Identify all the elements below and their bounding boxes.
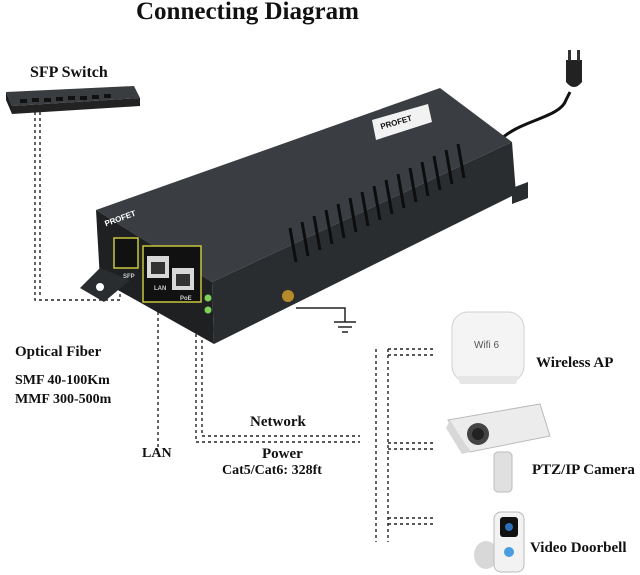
- ground-icon: [296, 307, 356, 333]
- access-point-icon: [451, 311, 525, 384]
- wifi-badge: Wifi 6: [474, 340, 499, 351]
- cable-label: Cat5/Cat6: 328ft: [222, 463, 322, 478]
- poe-injector-icon: [80, 88, 528, 344]
- lan-port-label: LAN: [154, 286, 167, 292]
- camera-icon: [446, 403, 551, 493]
- network-label: Network: [250, 414, 306, 430]
- video-doorbell-label: Video Doorbell: [530, 540, 627, 556]
- connection-lines: [34, 112, 435, 542]
- poe-port-label: PoE: [180, 296, 192, 302]
- sfp-port-label: SFP: [123, 274, 135, 280]
- optical-fiber-label: Optical Fiber: [15, 344, 102, 360]
- ip-camera-label: PTZ/IP Camera: [532, 462, 635, 478]
- switch-label: SFP Switch: [30, 64, 108, 81]
- page-title: Connecting Diagram: [136, 0, 359, 25]
- mmf-label: MMF 300-500m: [15, 392, 112, 407]
- lan-label: LAN: [142, 446, 172, 461]
- power-plug-icon: [498, 50, 582, 142]
- doorbell-icon: [474, 511, 525, 573]
- power-label: Power: [262, 446, 303, 462]
- smf-label: SMF 40-100Km: [15, 373, 110, 388]
- sfp-switch-icon: [6, 86, 140, 114]
- wireless-ap-label: Wireless AP: [536, 355, 614, 371]
